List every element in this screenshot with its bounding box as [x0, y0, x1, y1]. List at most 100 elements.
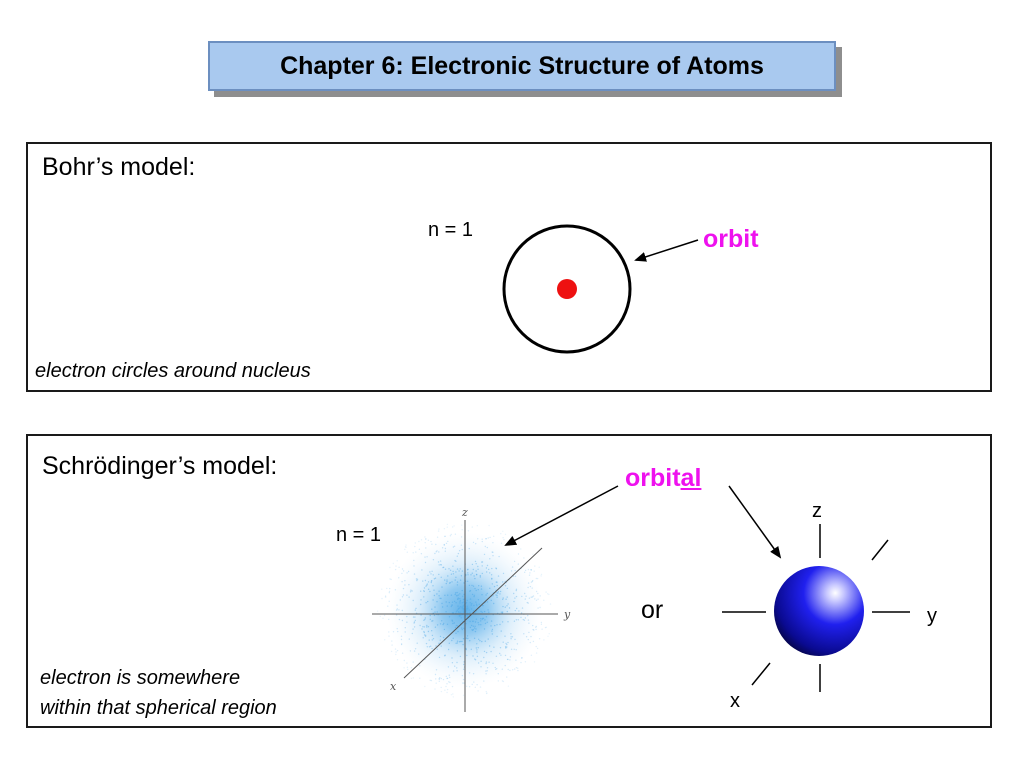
cloud-dot: [467, 637, 469, 640]
cloud-dot: [427, 600, 429, 603]
cloud-dot: [415, 551, 417, 553]
cloud-dot: [430, 645, 432, 647]
cloud-dot: [461, 589, 463, 592]
cloud-dot: [456, 581, 459, 583]
cloud-dot: [451, 601, 454, 603]
cloud-dot: [452, 565, 454, 567]
cloud-dot: [502, 537, 504, 539]
cloud-dot: [485, 690, 487, 693]
cloud-dot: [461, 524, 463, 526]
cloud-dot: [440, 597, 442, 600]
cloud-dot: [444, 550, 446, 552]
cloud-dot: [469, 598, 472, 600]
cloud-dot: [462, 682, 464, 684]
cloud-dot: [442, 636, 445, 639]
cloud-dot: [390, 650, 393, 653]
cloud-dot: [382, 617, 384, 619]
cloud-dot: [401, 568, 404, 570]
cloud-dot: [456, 667, 458, 669]
cloud-dot: [538, 566, 540, 568]
cloud-dot: [466, 685, 468, 687]
cloud-dot: [452, 570, 454, 573]
cloud-dot: [453, 600, 456, 603]
cloud-dot: [384, 596, 387, 598]
sphere-axes: [722, 524, 910, 692]
cloud-dot: [514, 569, 516, 572]
cloud-dot: [420, 603, 422, 606]
cloud-dot: [515, 589, 517, 592]
cloud-dot: [459, 597, 461, 600]
cloud-dot: [460, 536, 463, 538]
cloud-dot: [451, 662, 454, 664]
cloud-dot: [485, 651, 488, 654]
cloud-dot: [392, 631, 395, 633]
cloud-dot: [476, 643, 478, 645]
cloud-dot: [495, 655, 498, 657]
cloud-dot: [427, 630, 430, 633]
cloud-dot: [503, 539, 505, 541]
cloud-dot: [421, 569, 423, 571]
cloud-dot: [540, 573, 543, 576]
cloud-dot: [475, 563, 477, 565]
cloud-dot: [475, 543, 477, 545]
cloud-dot: [384, 595, 387, 597]
cloud-dot: [527, 586, 529, 589]
cloud-dot: [521, 657, 523, 659]
cloud-dot: [396, 608, 398, 610]
cloud-dot: [403, 659, 405, 662]
cloud-dot: [493, 535, 495, 537]
cloud-dot: [444, 654, 446, 656]
cloud-dot: [457, 597, 459, 599]
cloud-dot: [415, 578, 418, 580]
cloud-dot: [472, 568, 474, 571]
cloud-dot: [520, 612, 523, 614]
cloud-dot: [492, 595, 494, 597]
cloud-dot: [406, 551, 408, 553]
cloud-dot: [409, 650, 412, 652]
cloud-dot: [493, 585, 496, 588]
cloud-dot: [448, 601, 450, 604]
cloud-dot: [398, 577, 400, 579]
cloud-dot: [506, 646, 508, 648]
cloud-dot: [507, 668, 509, 671]
bohr-n-label: n = 1: [428, 219, 474, 241]
cloud-dot: [420, 599, 422, 601]
cloud-dot: [402, 570, 405, 572]
cloud-dot: [496, 581, 498, 583]
cloud-dot: [403, 667, 405, 669]
cloud-dot: [427, 626, 430, 628]
cloud-dot: [456, 650, 459, 652]
cloud-dot: [410, 677, 413, 680]
cloud-dot: [462, 643, 464, 646]
cloud-dot: [446, 526, 448, 528]
cloud-dot: [477, 568, 479, 570]
cloud-dot: [469, 590, 472, 592]
cloud-dot: [470, 624, 473, 627]
cloud-dot: [513, 592, 515, 595]
cloud-dot: [431, 543, 433, 545]
cloud-dot: [470, 604, 472, 606]
cloud-dot: [532, 628, 534, 631]
cloud-dot: [495, 567, 497, 569]
cloud-dot: [444, 547, 447, 550]
cloud-dot: [420, 614, 422, 616]
cloud-dot: [441, 606, 444, 608]
cloud-dot: [444, 535, 446, 538]
cloud-dot: [518, 610, 520, 612]
cloud-dot: [425, 585, 427, 587]
cloud-dot: [404, 631, 406, 633]
cloud-dot: [515, 659, 517, 661]
cloud-dot: [532, 624, 534, 627]
cloud-dot: [497, 591, 500, 593]
cloud-dot: [524, 617, 527, 619]
cloud-dot: [419, 677, 421, 679]
cloud-dot: [414, 619, 416, 622]
cloud-dot: [485, 662, 487, 665]
cloud-dot: [477, 647, 479, 649]
cloud-dot: [501, 668, 503, 670]
cloud-dot: [396, 649, 399, 652]
cloud-dot: [397, 630, 399, 633]
cloud-dot: [441, 620, 443, 622]
cloud-dot: [444, 594, 446, 596]
